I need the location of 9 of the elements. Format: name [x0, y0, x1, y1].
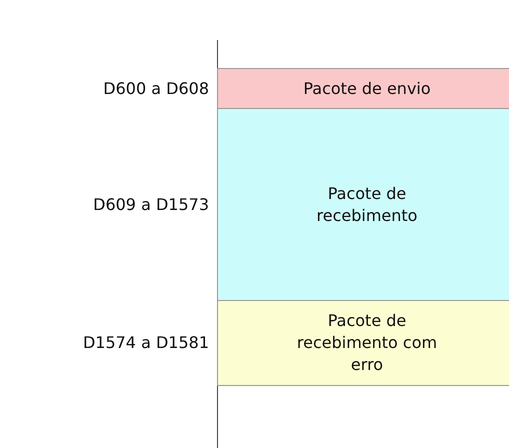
- block-label: Pacote de recebimento: [316, 182, 418, 226]
- memory-block: [217, 300, 509, 386]
- memory-block: [217, 68, 509, 109]
- memory-block: [217, 108, 509, 301]
- address-range-label: D609 a D1573: [93, 194, 209, 214]
- block-label: Pacote de envio: [302, 78, 432, 100]
- address-range-label: D600 a D608: [103, 78, 209, 98]
- address-range-label: D1574 a D1581: [82, 333, 209, 352]
- block-label: Pacote de recebimento com erro: [296, 310, 438, 376]
